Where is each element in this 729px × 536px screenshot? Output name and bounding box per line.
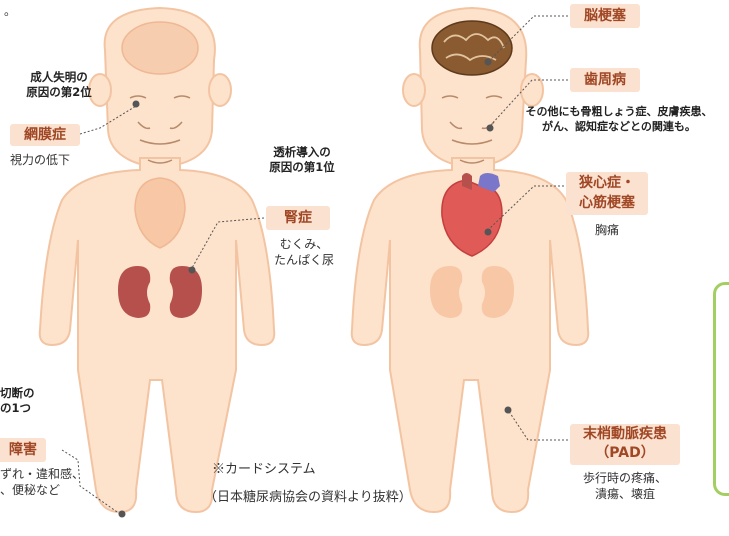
neuropathy-label: 障害 (0, 438, 46, 462)
retinopathy-label: 網膜症 (10, 124, 80, 146)
neuropathy-symptom: ずれ・違和感、 、便秘など (0, 466, 84, 498)
nephropathy-caption-line1: 透析導入の (262, 145, 342, 160)
retinopathy-symptom: 視力の低下 (10, 152, 70, 168)
top-mark: 。 (4, 2, 16, 19)
periodontal-note: その他にも骨粗しょう症、皮膚疾患、 がん、認知症などとの関連も。 (508, 104, 729, 134)
nephropathy-label: 腎症 (266, 206, 330, 230)
nephropathy-caption-line2: 原因の第1位 (262, 160, 342, 175)
neuropathy-caption: 切断の の1つ (0, 386, 35, 416)
pad-symptom-line2: 潰瘍、壊疽 (570, 486, 680, 502)
neuropathy-symptom-line1: ずれ・違和感、 (0, 466, 84, 482)
periodontal-note-line2: がん、認知症などとの関連も。 (508, 119, 729, 134)
stroke-label: 脳梗塞 (570, 4, 640, 28)
periodontal-label-text: 歯周病 (570, 68, 640, 92)
pad-label: 末梢動脈疾患 （PAD） (570, 424, 680, 465)
retinopathy-caption-line1: 成人失明の (10, 70, 108, 85)
neuropathy-caption-line2: の1つ (0, 401, 35, 416)
periodontal-label: 歯周病 (570, 68, 640, 92)
neuropathy-caption-line1: 切断の (0, 386, 35, 401)
nephropathy-label-text: 腎症 (266, 206, 330, 230)
nephropathy-symptom-line1: むくみ、 (266, 236, 342, 252)
left-brain-shape (122, 22, 198, 74)
side-info-box (713, 282, 729, 496)
neuropathy-symptom-line2: 、便秘など (0, 482, 84, 498)
periodontal-note-line1: その他にも骨粗しょう症、皮膚疾患、 (508, 104, 729, 119)
right-body-figure (352, 8, 589, 512)
retinopathy-caption: 成人失明の 原因の第2位 (10, 70, 108, 100)
pad-symptom: 歩行時の疼痛、 潰瘍、壊疽 (570, 470, 680, 502)
footnote-line2: （日本糖尿病協会の資料より抜粋） (204, 486, 412, 505)
footnote-line1: ※カードシステム (212, 458, 316, 477)
heart-disease-symptom: 胸痛 (566, 222, 648, 238)
retinopathy-caption-line2: 原因の第2位 (10, 85, 108, 100)
stroke-label-text: 脳梗塞 (570, 4, 640, 28)
pad-label-line2: （PAD） (570, 444, 680, 463)
heart-disease-label-line2: 心筋梗塞 (566, 193, 648, 213)
heart-disease-label-line1: 狭心症・ (566, 173, 648, 193)
pad-symptom-line1: 歩行時の疼痛、 (570, 470, 680, 486)
nephropathy-symptom: むくみ、 たんぱく尿 (266, 236, 342, 268)
retinopathy-label-text: 網膜症 (10, 124, 80, 146)
nephropathy-symptom-line2: たんぱく尿 (266, 252, 342, 268)
nephropathy-caption: 透析導入の 原因の第1位 (262, 145, 342, 175)
pad-label-line1: 末梢動脈疾患 (570, 425, 680, 444)
heart-disease-label: 狭心症・ 心筋梗塞 (566, 172, 648, 215)
right-brain-shape (432, 21, 512, 75)
neuropathy-label-text: 障害 (0, 438, 46, 462)
